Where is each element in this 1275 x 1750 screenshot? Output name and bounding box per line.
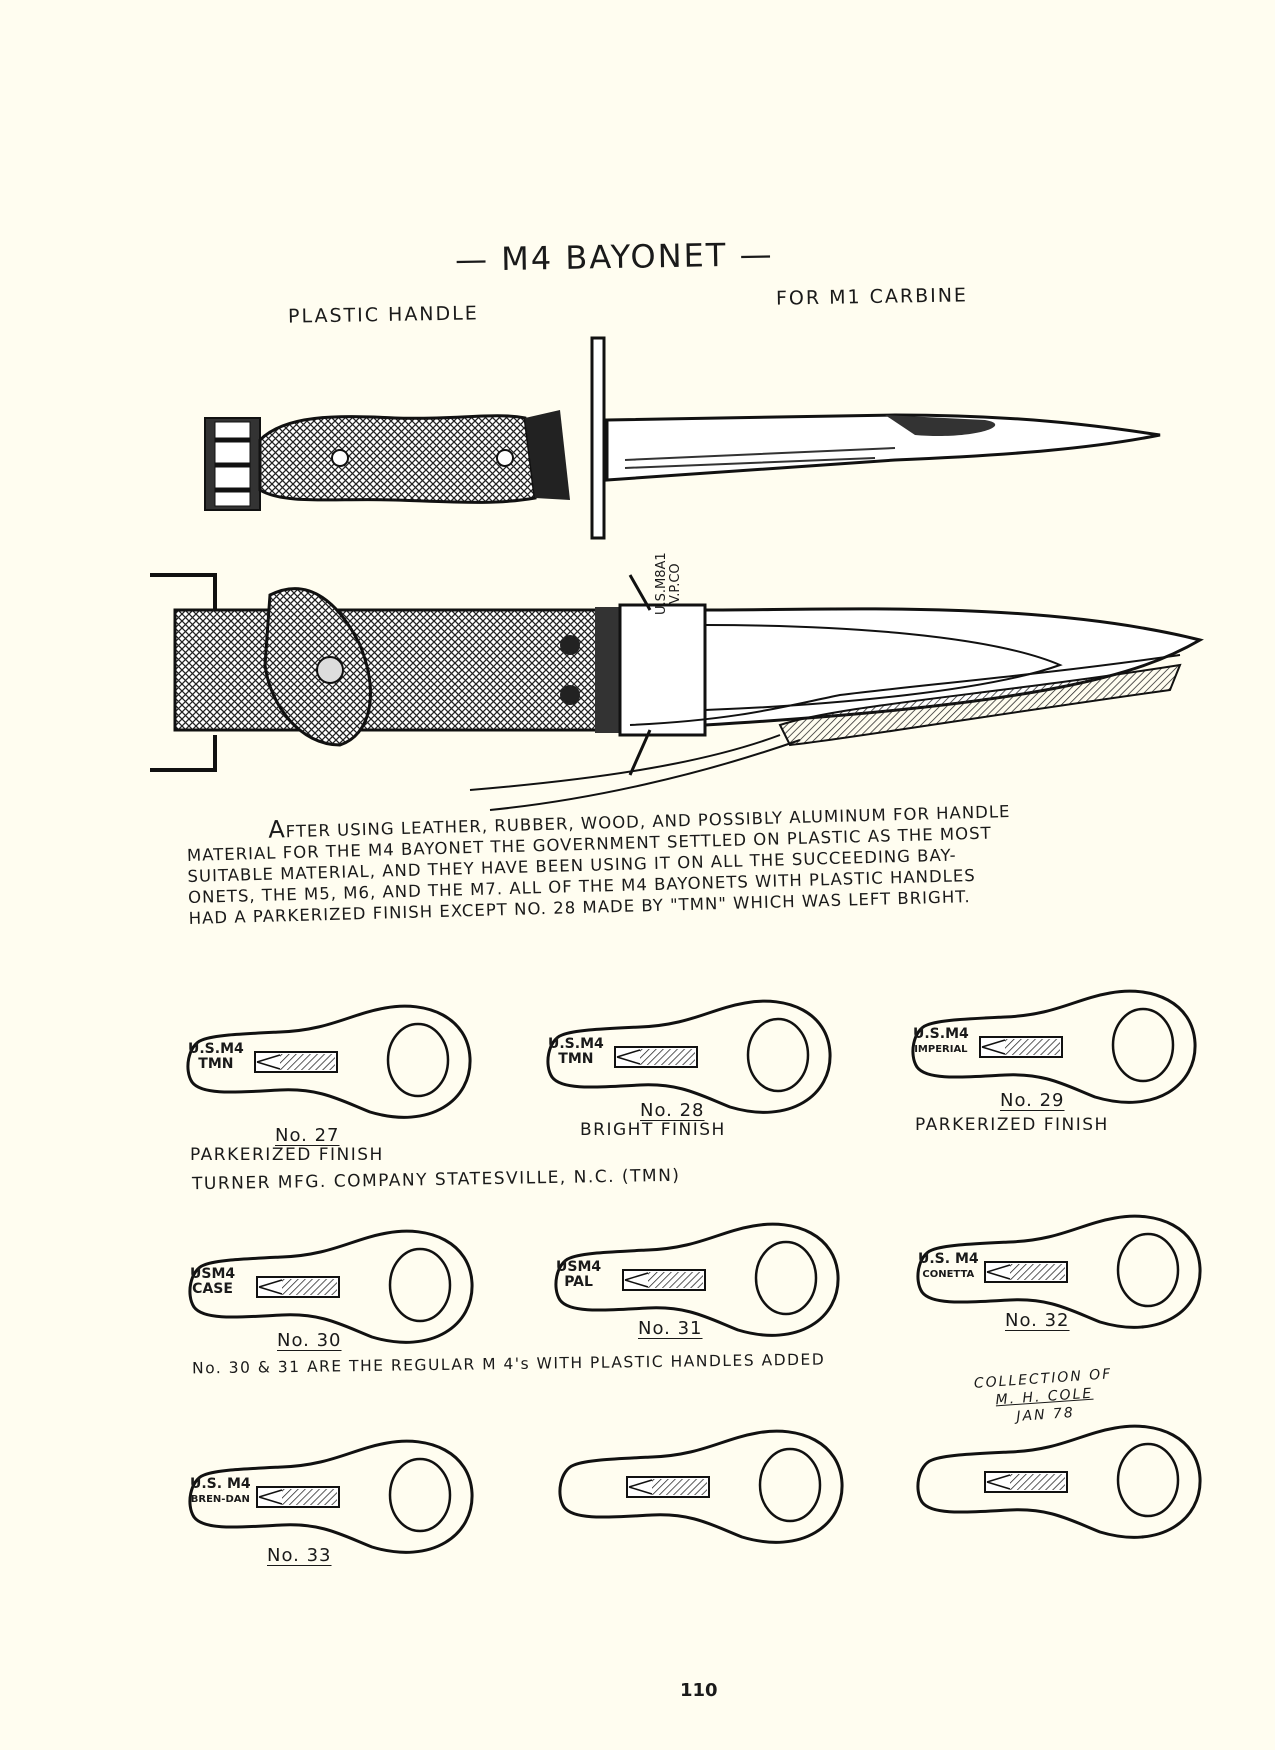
handle-outline [188,1439,474,1554]
crossguard [590,336,606,540]
tang-slot [622,1269,706,1291]
page-title: — M4 BAYONET — [454,235,774,279]
handle-profile: U.S. M4 BREN-DAN No. 33 [182,1435,482,1566]
stamp-line: U.S.M4 [188,1041,244,1057]
handle-stamp: U.S. M4 CONETTA [918,1252,979,1282]
handle-outline [558,1429,844,1544]
handle-number: No. 33 [267,1545,332,1566]
blade [605,413,1161,482]
handle-outline [916,1214,1202,1329]
handle-outline [186,1004,472,1119]
handle-number: No. 29 [1000,1090,1065,1111]
stamp-line: CONETTA [922,1269,975,1280]
scabbard-illustration [150,573,1204,811]
handle-outline [188,1229,474,1344]
stamp-line: BREN-DAN [190,1494,250,1505]
tang-slot [256,1276,340,1298]
subtitle-carbine: FOR M1 CARBINE [775,284,969,310]
pommel [204,417,261,511]
description-paragraph: After using leather, rubber, wood, and p… [186,795,1149,929]
tang-slot [614,1046,698,1068]
stamp-line: U.S. M4 [918,1251,979,1267]
handle-number: No. 31 [638,1318,703,1339]
tang-slot [626,1476,710,1498]
handle-outline [546,999,832,1114]
handle-number: No. 27 [275,1125,340,1146]
handle-outline [911,989,1197,1104]
stamp-line: U.S. M4 [190,1476,251,1492]
handle-outline [916,1424,1202,1539]
grip [258,414,537,504]
scabbard-stamp-line: V.P.CO [668,563,683,604]
tang-slot [256,1486,340,1508]
handle-number: No. 30 [277,1330,342,1351]
drop-cap: A [267,815,287,844]
stamp-line: PAL [564,1274,593,1290]
scabbard-stamp-line: U.S.M8A1 [654,552,669,615]
stamp-line: TMN [558,1051,594,1067]
scabbard-stamp: U.S.M8A1 V.P.CO [654,552,683,615]
handle-finish: BRIGHT FINISH [580,1120,726,1140]
caption-turner: TURNER MFG. COMPANY STATESVILLE, N.C. (T… [191,1165,681,1195]
collection-signature: COLLECTION OF M. H. COLE JAN 78 [973,1365,1115,1429]
handle-profile [552,1425,852,1545]
handle-finish: PARKERIZED FINISH [915,1115,1109,1135]
caption-note-30-31: No. 30 & 31 ARE THE REGULAR M 4's WITH P… [191,1350,826,1378]
handle-profile: U.S. M4 CONETTA No. 32 [910,1210,1210,1331]
stamp-line: IMPERIAL [914,1044,968,1055]
stamp-line: USM4 [556,1259,602,1275]
subtitle-plastic-handle: PLASTIC HANDLE [287,302,479,328]
handle-number: No. 28 [640,1100,705,1121]
handle-outline [554,1222,840,1337]
tang-slot [254,1051,338,1073]
stamp-line: USM4 [190,1266,236,1282]
stamp-line: TMN [198,1056,234,1072]
bayonet-illustration [204,336,1161,540]
handle-stamp: U.S. M4 BREN-DAN [190,1477,251,1507]
handle-number: No. 32 [1005,1310,1070,1331]
tang-slot [984,1471,1068,1493]
stamp-line: U.S.M4 [913,1026,969,1042]
handle-finish: PARKERIZED FINISH [190,1145,384,1165]
page-number: 110 [680,1680,718,1701]
tang-slot [979,1036,1063,1058]
stamp-line: CASE [192,1281,233,1297]
stamp-line: U.S.M4 [548,1036,604,1052]
tang-slot [984,1261,1068,1283]
handle-profile [910,1420,1210,1540]
